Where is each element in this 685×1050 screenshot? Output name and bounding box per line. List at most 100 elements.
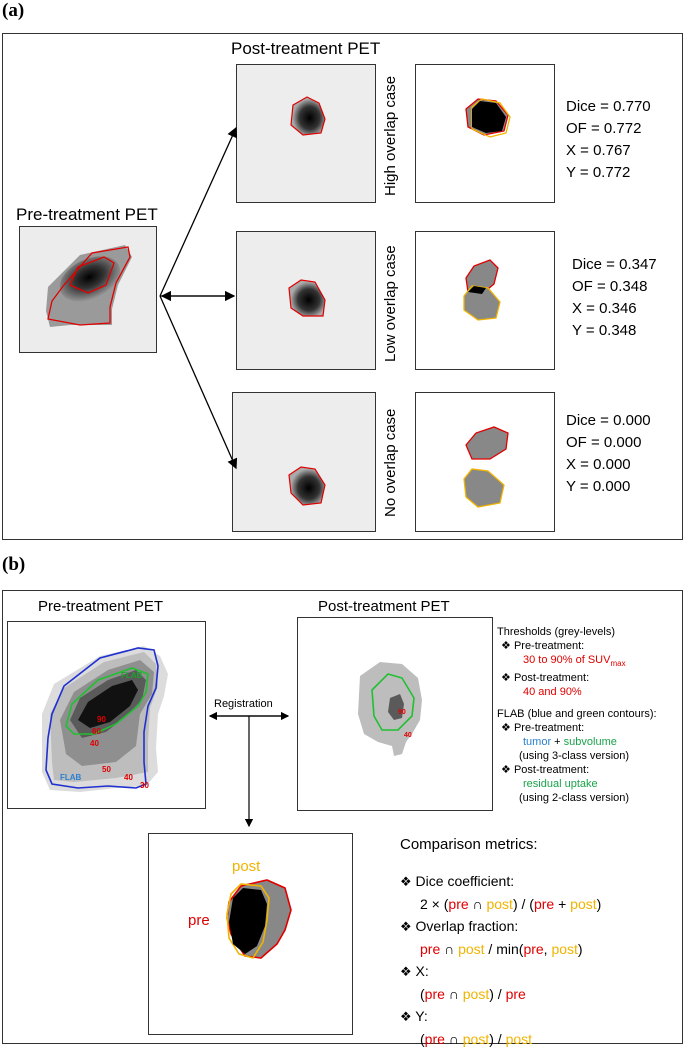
thresholds-post-value: 40 and 90% [523,686,582,699]
post-treatment-pet-image-high [236,64,376,203]
pre-treatment-title-b: Pre-treatment PET [38,598,164,615]
thresholds-heading: Thresholds (grey-levels) [497,626,615,638]
metric-y-low: Y = 0.348 [572,322,637,339]
dice-pre: pre [448,896,469,912]
dice-post: post [486,896,513,912]
of-post-2: post [551,941,578,957]
of-comma: , [543,941,552,957]
overlay-pre-label: pre [188,912,210,929]
x-label: X: [415,963,429,979]
of-close: ) [577,941,583,957]
y-label: Y: [415,1008,428,1024]
flab-plus: + [551,736,564,749]
overlay-image [148,833,353,1035]
x-cap: ∩ [444,986,463,1002]
of-post: post [458,941,485,957]
case-label-none: No overlap case [382,408,399,517]
bullet-icon: ❖ [400,1009,412,1024]
x-pre: pre [424,986,445,1002]
dice-cap: ∩ [468,896,487,912]
flab-post-label: Post-treatment: [513,764,590,777]
overlap-image-low [415,231,555,370]
post-treatment-title-a: Post-treatment PET [231,39,381,58]
registration-arrows-b [208,711,290,828]
metric-of-high: OF = 0.772 [566,120,642,137]
dice-mid: ) / ( [512,896,534,912]
threshold-40-pre: 40 [90,739,99,748]
case-label-low: Low overlap case [382,245,399,362]
threshold-50-pre: 50 [102,765,111,774]
of-cap: ∩ [440,941,459,957]
y-post-2: post [505,1031,533,1047]
flab-subvolume: subvolume [563,736,617,749]
thresholds-legend: Thresholds (grey-levels) ❖ Pre-treatment… [497,625,682,805]
metric-x-none: X = 0.000 [566,456,631,473]
metric-dice-none: Dice = 0.000 [566,412,651,429]
overlay-post-label: post [232,858,261,875]
x-open: ( [420,986,425,1002]
metric-y-none: Y = 0.000 [566,478,631,495]
overlap-image-high [415,64,555,203]
dice-plus: + [554,896,571,912]
metrics-high: Dice = 0.770 OF = 0.772 X = 0.767 Y = 0.… [566,96,651,184]
metric-x-low: X = 0.346 [572,300,637,317]
pre-treatment-pet-image [19,226,157,353]
pre-treatment-title-a: Pre-treatment PET [16,205,158,224]
flab-heading: FLAB (blue and green contours): [497,708,657,721]
metric-of-none: OF = 0.000 [566,434,642,451]
threshold-40-post: 40 [404,732,412,739]
dice-label: Dice coefficient: [415,873,515,889]
dice-pre-2: pre [533,896,555,912]
metrics-none: Dice = 0.000 OF = 0.000 X = 0.000 Y = 0.… [566,410,651,498]
threshold-90-pre: 90 [97,715,106,724]
y-div: ) / [489,1031,506,1047]
bullet-icon: ❖ [501,722,511,735]
post-treatment-threshold-image: 90 40 [297,617,493,811]
threshold-40b-pre: 40 [124,773,133,782]
x-div: ) / [489,986,506,1002]
bullet-icon: ❖ [400,919,412,934]
bullet-icon: ❖ [501,640,511,652]
panel-b-frame [2,590,683,1044]
of-pre-2: pre [523,941,544,957]
x-post: post [462,986,490,1002]
y-cap: ∩ [444,1031,463,1047]
y-post: post [462,1031,490,1047]
bullet-icon: ❖ [400,874,412,889]
comparison-metrics: Comparison metrics: ❖ Dice coefficient: … [400,834,680,1050]
metrics-low: Dice = 0.347 OF = 0.348 X = 0.346 Y = 0.… [572,254,657,342]
thresholds-pre-label: Pre-treatment: [513,640,585,652]
comparison-heading: Comparison metrics: [400,836,538,853]
threshold-60-pre: 60 [92,727,101,736]
of-pre: pre [420,941,441,957]
flab-green-label: FLAB [121,671,143,680]
x-pre-2: pre [505,986,526,1002]
panel-a-label: (a) [2,0,25,21]
metric-of-low: OF = 0.348 [572,278,648,295]
y-open: ( [420,1031,425,1047]
thresholds-pre-sub: max [610,659,626,669]
flab-blue-label: FLAB [60,773,82,782]
overlap-image-none [415,392,555,532]
pre-treatment-threshold-image: FLAB 90 60 40 50 40 30 FLAB [7,621,206,809]
metric-dice-low: Dice = 0.347 [572,256,657,273]
thresholds-post-label: Post-treatment: [513,672,590,685]
registration-label: Registration [214,698,273,710]
flab-pre-note: (using 3-class version) [519,750,630,763]
post-treatment-title-b: Post-treatment PET [318,598,450,615]
threshold-30-pre: 30 [140,781,149,790]
flab-residual: residual uptake [523,778,598,791]
panel-b-label: (b) [2,554,26,575]
threshold-90-post: 90 [398,709,406,716]
case-label-high: High overlap case [382,75,399,196]
of-label: Overlap fraction: [415,918,519,934]
flab-pre-label: Pre-treatment: [513,722,585,735]
thresholds-pre-value: 30 to 90% of SUV [523,654,611,666]
metric-x-high: X = 0.767 [566,142,631,159]
flab-tumor: tumor [523,736,552,749]
metric-y-high: Y = 0.772 [566,164,631,181]
dice-formula-prefix: 2 × ( [420,896,449,912]
flab-post-note: (using 2-class version) [519,792,630,805]
post-treatment-pet-image-none [232,392,376,532]
registration-arrows-a [159,126,238,470]
